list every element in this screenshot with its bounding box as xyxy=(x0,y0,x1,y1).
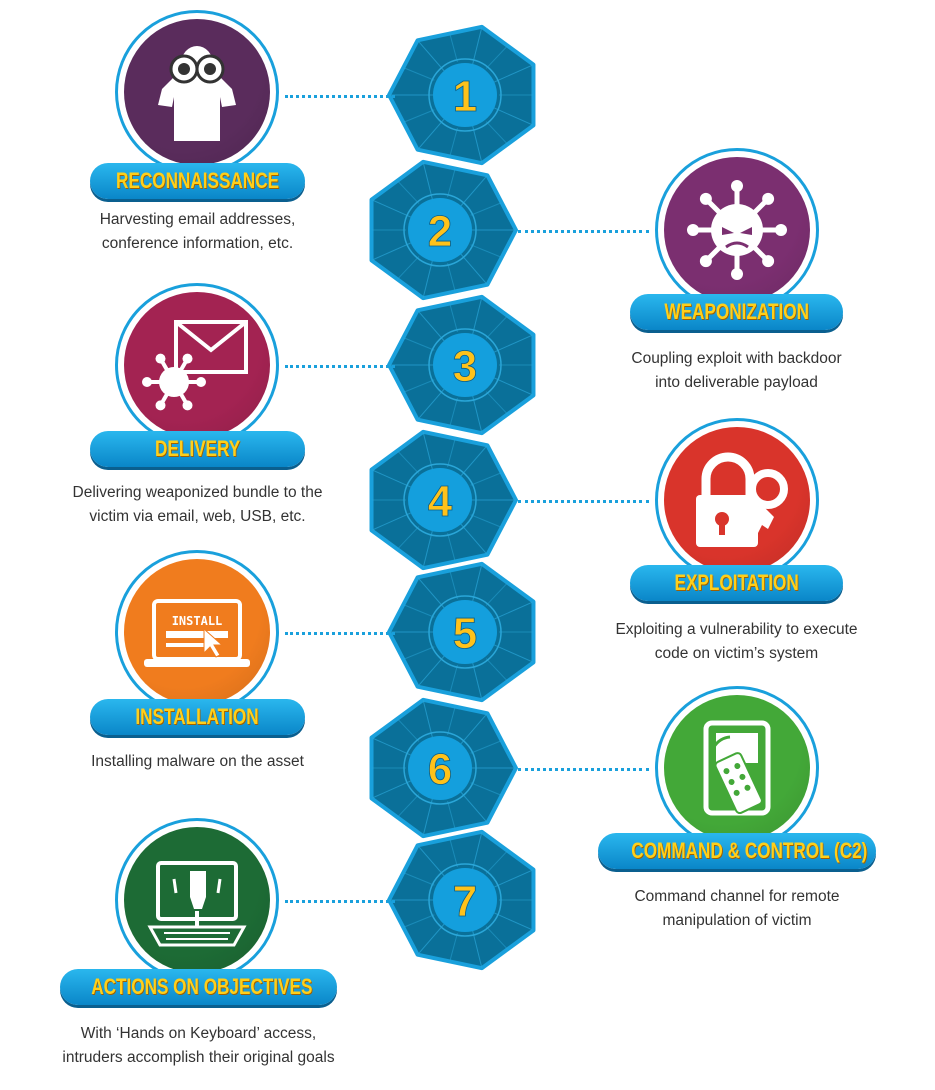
description-line: Exploiting a vulnerability to execute xyxy=(615,621,858,638)
install-label: INSTALL xyxy=(172,614,223,628)
stage-icon-circle xyxy=(115,818,279,982)
stage-title: WEAPONIZATION xyxy=(664,299,809,324)
description-line: Delivering weaponized bundle to the xyxy=(72,484,323,501)
stage-description: With ‘Hands on Keyboard’ access, intruder… xyxy=(34,1022,364,1070)
stage-description: Command channel for remote manipulation o… xyxy=(572,885,902,933)
chain-step-6: 6 xyxy=(369,697,518,839)
stage-title: DELIVERY xyxy=(154,436,241,461)
description-line: Installing malware on the asset xyxy=(91,753,304,770)
chain-step-4: 4 xyxy=(369,429,518,571)
description-line: Coupling exploit with backdoor xyxy=(631,350,842,367)
laptop-install-icon: INSTALL xyxy=(144,599,250,667)
stage-title-badge: EXPLOITATION xyxy=(630,565,843,601)
stage-description: Delivering weaponized bundle to the victi… xyxy=(33,481,363,529)
step-number: 5 xyxy=(453,609,477,658)
broken-lock-icon xyxy=(696,452,788,547)
dotted-connector xyxy=(285,900,395,903)
binoculars-person-icon xyxy=(158,46,236,141)
dotted-connector xyxy=(518,768,649,771)
stage-title-badge: WEAPONIZATION xyxy=(630,294,843,330)
description-line: Command channel for remote xyxy=(634,888,840,905)
remote-control-icon xyxy=(703,720,771,816)
hand-on-keyboard-icon xyxy=(147,861,247,947)
virus-icon xyxy=(687,180,787,280)
dotted-connector xyxy=(285,95,395,98)
description-line: manipulation of victim xyxy=(662,912,812,929)
stage-title-badge: DELIVERY xyxy=(90,431,305,467)
step-number: 1 xyxy=(453,72,477,121)
step-number: 3 xyxy=(453,342,477,391)
stage-title-badge: INSTALLATION xyxy=(90,699,305,735)
stage-title: EXPLOITATION xyxy=(674,570,799,595)
stage-title: COMMAND & CONTROL (C2) xyxy=(631,838,868,863)
step-number: 6 xyxy=(428,745,452,794)
stage-icon-circle xyxy=(115,283,279,447)
dotted-connector xyxy=(518,500,649,503)
description-line: into deliverable payload xyxy=(655,374,818,391)
chain-step-2: 2 xyxy=(369,159,518,301)
stage-icon-circle: INSTALL xyxy=(115,550,279,714)
stage-icon-circle xyxy=(115,10,279,174)
chain-step-5: 5 xyxy=(387,561,536,703)
stage-description: Exploiting a vulnerability to execute cod… xyxy=(572,618,902,666)
description-line: conference information, etc. xyxy=(101,235,294,252)
step-number: 2 xyxy=(428,207,452,256)
dotted-connector xyxy=(518,230,649,233)
dotted-connector xyxy=(285,365,395,368)
stage-title-badge: COMMAND & CONTROL (C2) xyxy=(598,833,876,869)
stage-description: Coupling exploit with backdoor into deliv… xyxy=(572,347,902,395)
description-line: Harvesting email addresses, xyxy=(99,211,296,228)
description-line: code on victim’s system xyxy=(654,645,819,662)
stage-icon-circle xyxy=(655,148,819,312)
step-number: 7 xyxy=(453,877,477,926)
stage-icon-circle xyxy=(655,418,819,582)
stage-description: Harvesting email addresses, conference in… xyxy=(33,208,363,256)
stage-title-badge: RECONNAISSANCE xyxy=(90,163,305,199)
stage-title: INSTALLATION xyxy=(135,704,260,729)
chain-step-3: 3 xyxy=(387,294,536,436)
infected-email-icon xyxy=(142,320,248,411)
chain-step-1: 1 xyxy=(387,24,536,166)
dotted-connector xyxy=(285,632,395,635)
description-line: intruders accomplish their original goal… xyxy=(62,1049,335,1066)
stage-title: RECONNAISSANCE xyxy=(115,168,280,193)
stage-description: Installing malware on the asset xyxy=(33,750,363,774)
stage-title: ACTIONS ON OBJECTIVES xyxy=(91,974,313,999)
chain-step-7: 7 xyxy=(387,829,536,971)
step-number: 4 xyxy=(428,477,453,526)
stage-icon-circle xyxy=(655,686,819,850)
description-line: With ‘Hands on Keyboard’ access, xyxy=(80,1025,317,1042)
stage-title-badge: ACTIONS ON OBJECTIVES xyxy=(60,969,337,1005)
description-line: victim via email, web, USB, etc. xyxy=(89,508,306,525)
